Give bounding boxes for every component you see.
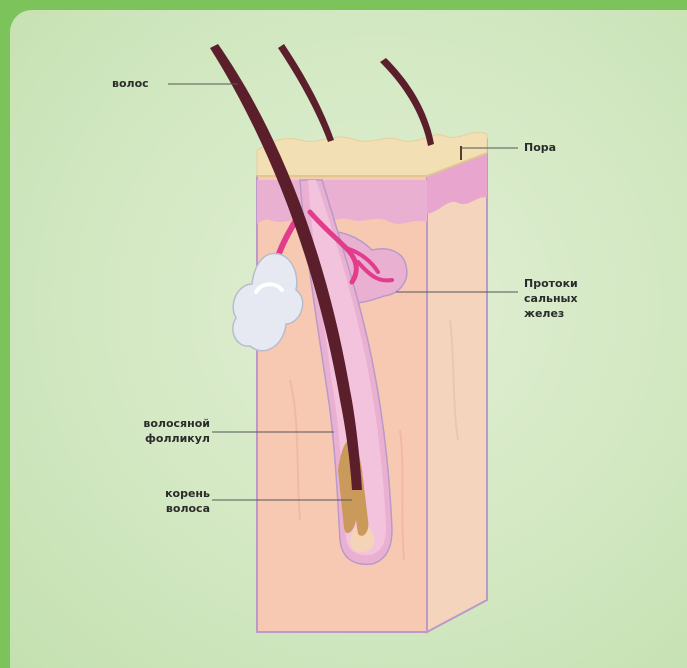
- label-root: корень волоса: [138, 486, 210, 516]
- label-pore: Пора: [524, 140, 556, 155]
- label-root-line1: корень: [138, 486, 210, 501]
- label-follicle-line1: волосяной: [138, 416, 210, 431]
- hair-shaft-second: [278, 44, 334, 142]
- label-ducts-line1: Протоки: [524, 276, 578, 291]
- hair-shaft-third: [380, 58, 434, 146]
- label-follicle: волосяной фолликул: [138, 416, 210, 446]
- label-ducts: Протоки сальных желез: [524, 276, 578, 321]
- skin-block-side: [427, 140, 487, 632]
- label-ducts-line3: желез: [524, 306, 578, 321]
- label-ducts-line2: сальных: [524, 291, 578, 306]
- label-root-line2: волоса: [138, 501, 210, 516]
- label-follicle-line2: фолликул: [138, 431, 210, 446]
- label-hair: волос: [112, 76, 149, 91]
